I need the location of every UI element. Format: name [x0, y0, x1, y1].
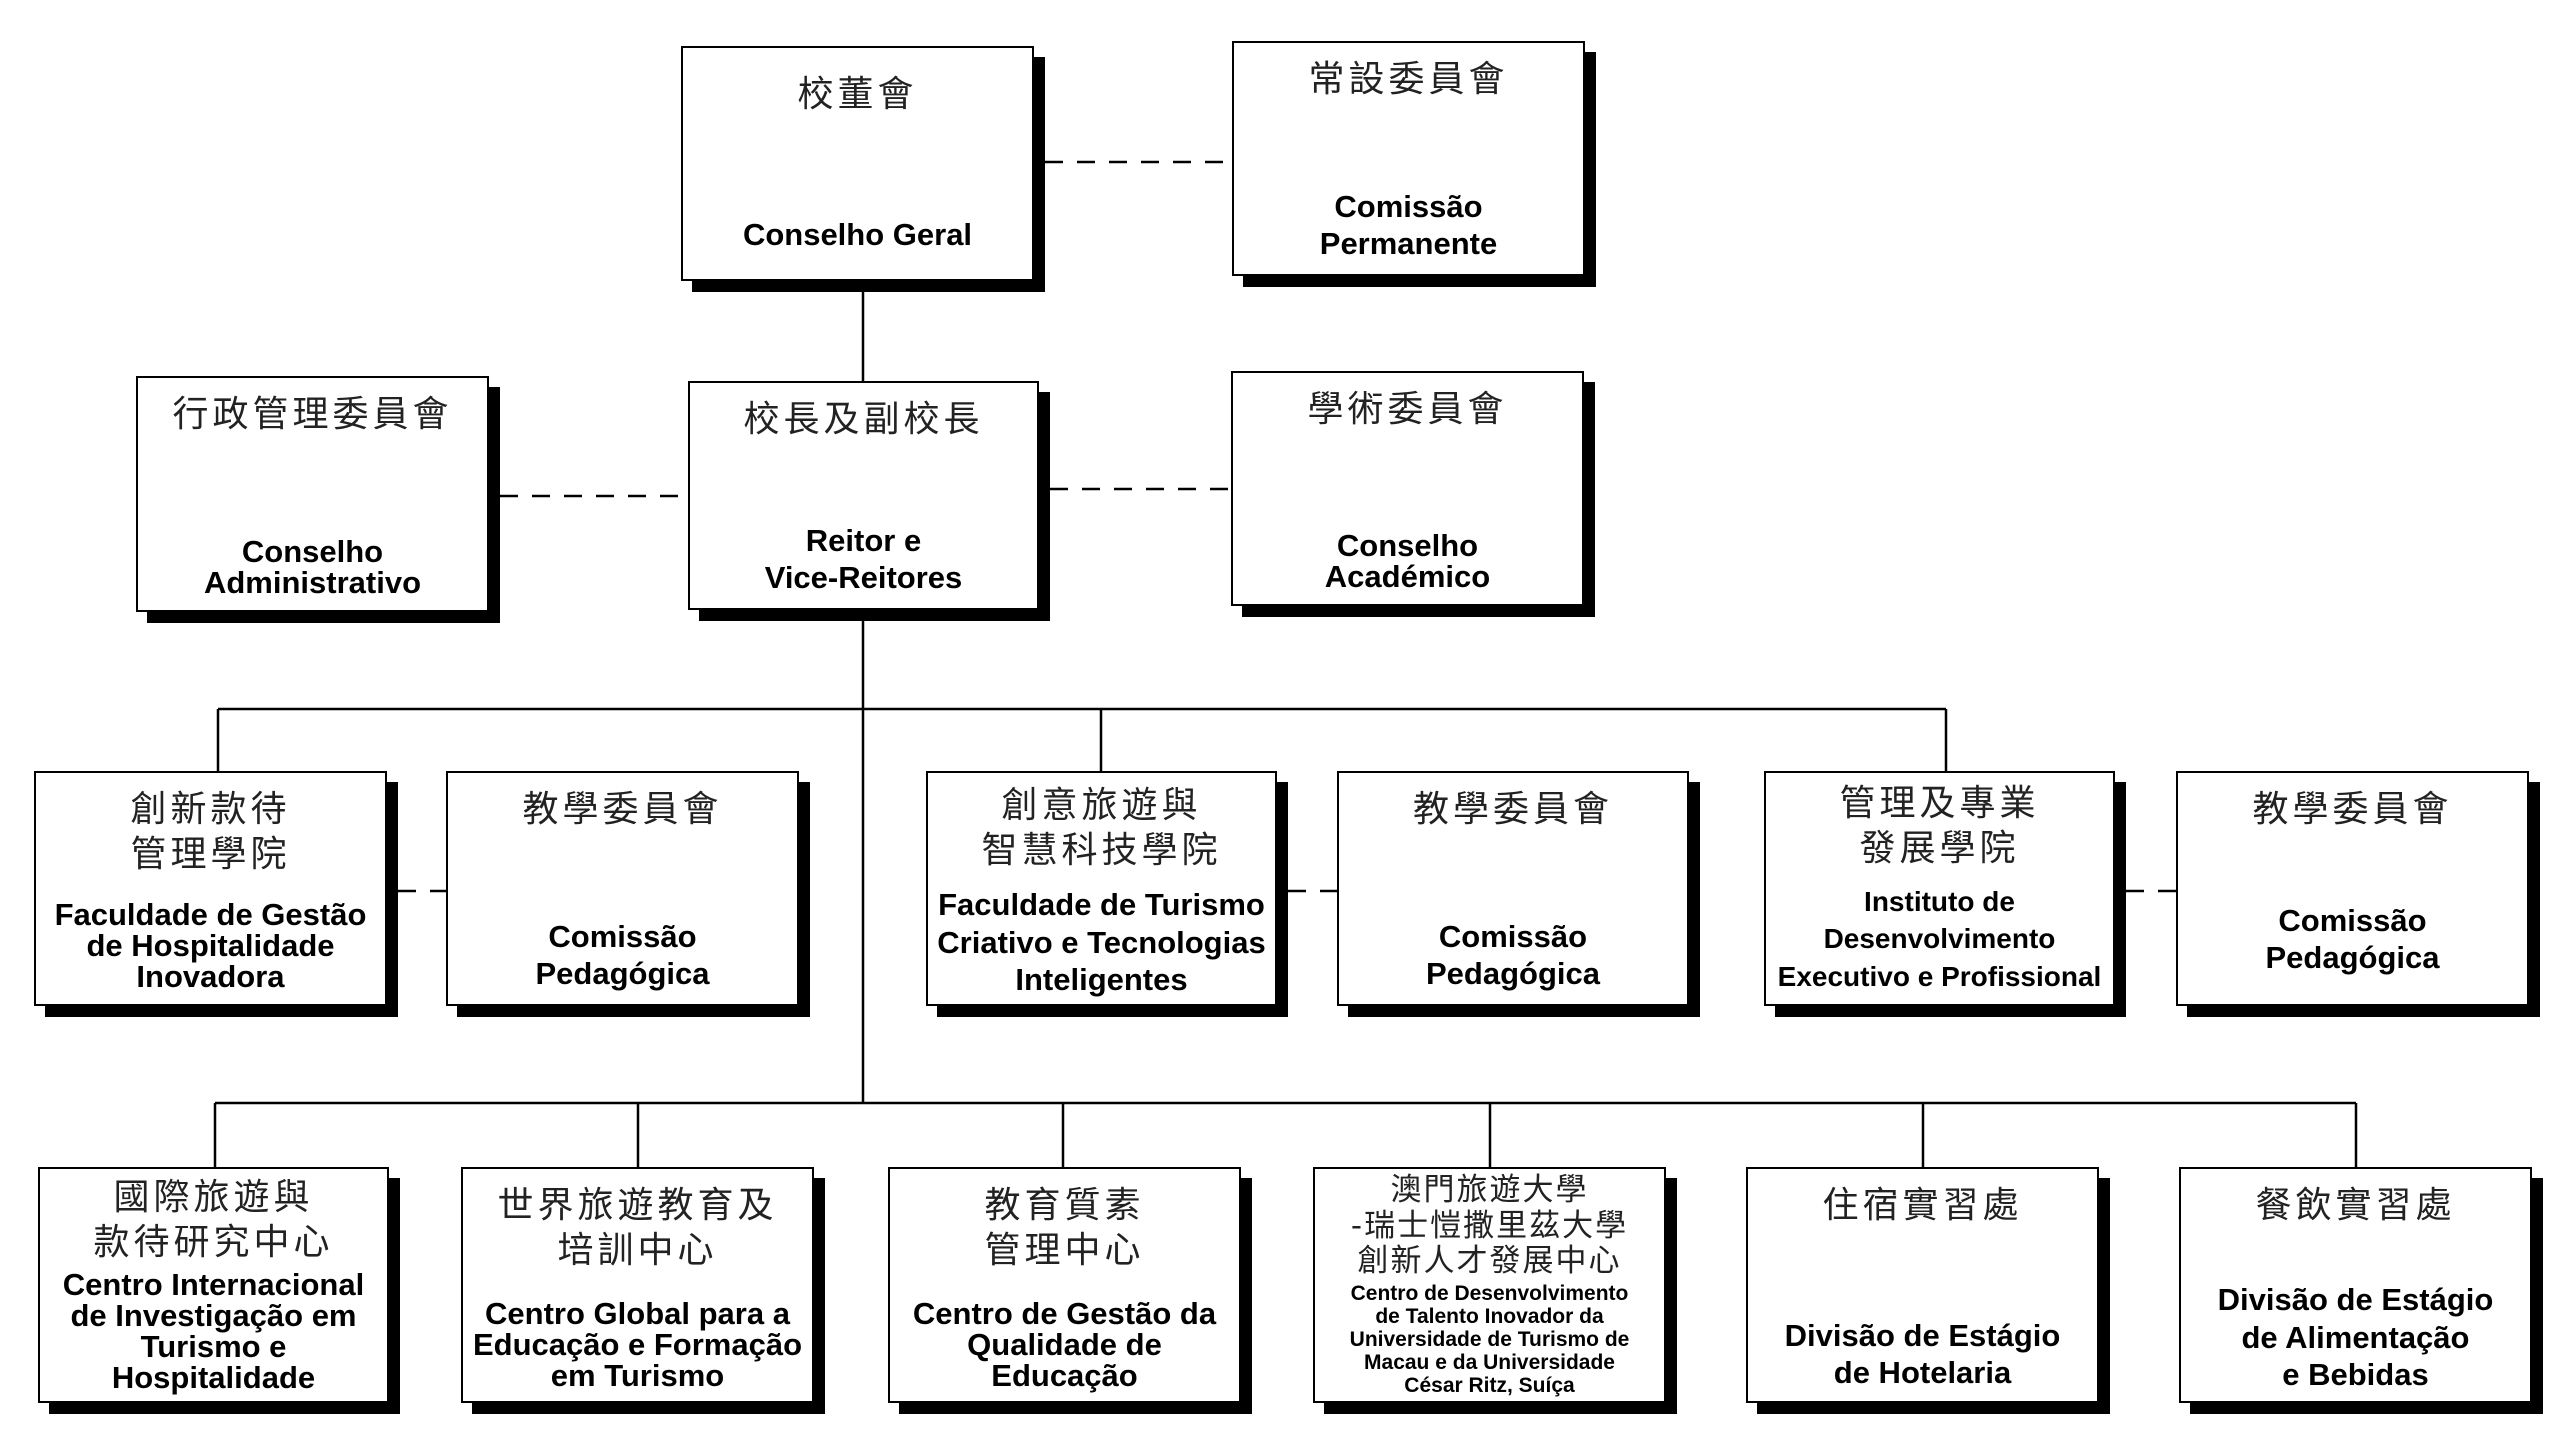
box-comissao-pedagogica-1: 教學委員會 Comissão Pedagógica	[446, 771, 799, 1006]
box-faculdade-turismo: 創意旅遊與 智慧科技學院 Faculdade de Turismo Criati…	[926, 771, 1277, 1006]
label-zh: 創意旅遊與 智慧科技學院	[981, 785, 1222, 871]
label-zh: 學術委員會	[1307, 389, 1508, 430]
label-pt: Comissão Pedagógica	[535, 918, 710, 991]
label-pt: Divisão de Estágio de Hotelaria	[1784, 1317, 2061, 1390]
box-comissao-pedagogica-3: 教學委員會 Comissão Pedagógica	[2176, 771, 2529, 1006]
label-pt: Centro Global para a Educação e Formação…	[472, 1296, 803, 1393]
label-zh: 住宿實習處	[1822, 1185, 2023, 1226]
label-pt: Reitor e Vice-Reitores	[764, 522, 963, 595]
label-pt: Faculdade de Turismo Criativo e Tecnolog…	[937, 887, 1266, 997]
label-zh: 教學委員會	[1412, 789, 1613, 830]
label-zh: 世界旅遊教育及 培訓中心	[497, 1185, 778, 1271]
box-faculdade-hospitalidade: 創新款待 管理學院 Faculdade de Gestão de Hospita…	[34, 771, 387, 1006]
label-zh: 校長及副校長	[743, 399, 984, 440]
label-zh: 教學委員會	[2252, 789, 2453, 830]
box-centro-global: 世界旅遊教育及 培訓中心 Centro Global para a Educaç…	[461, 1167, 814, 1403]
box-centro-internacional: 國際旅遊與 款待研究中心 Centro Internacional de Inv…	[38, 1167, 389, 1403]
label-pt: Centro de Gestão da Qualidade de Educaçã…	[912, 1296, 1217, 1393]
box-centro-talento: 澳門旅遊大學 -瑞士愷撒里茲大學 創新人才發展中心 Centro de Dese…	[1313, 1167, 1666, 1403]
box-centro-qualidade: 教育質素 管理中心 Centro de Gestão da Qualidade …	[888, 1167, 1241, 1403]
label-zh: 行政管理委員會	[172, 394, 453, 435]
label-pt: Comissão Permanente	[1319, 188, 1498, 261]
box-comissao-pedagogica-2: 教學委員會 Comissão Pedagógica	[1337, 771, 1689, 1006]
label-pt: Conselho Administrativo	[203, 534, 422, 600]
label-pt: Divisão de Estágio de Alimentação e Bebi…	[2217, 1282, 2494, 1392]
label-pt: Conselho Académico	[1324, 528, 1491, 594]
box-divisao-alimentacao: 餐飲實習處 Divisão de Estágio de Alimentação …	[2179, 1167, 2532, 1403]
label-zh: 管理及專業 發展學院	[1839, 783, 2040, 869]
label-zh: 校董會	[797, 74, 918, 115]
box-conselho-academico: 學術委員會 Conselho Académico	[1231, 371, 1584, 606]
label-pt: Centro Internacional de Investigação em …	[62, 1267, 365, 1395]
label-pt: Faculdade de Gestão de Hospitalidade Ino…	[54, 897, 367, 994]
label-pt: Centro de Desenvolvimento de Talento Ino…	[1349, 1281, 1630, 1397]
box-divisao-hotelaria: 住宿實習處 Divisão de Estágio de Hotelaria	[1746, 1167, 2099, 1403]
box-comissao-permanente: 常設委員會 Comissão Permanente	[1232, 41, 1585, 276]
label-zh: 教育質素 管理中心	[984, 1185, 1145, 1271]
label-zh: 國際旅遊與 款待研究中心	[93, 1177, 334, 1263]
label-pt: Conselho Geral	[742, 216, 973, 252]
label-zh: 澳門旅遊大學 -瑞士愷撒里茲大學 創新人才發展中心	[1350, 1172, 1629, 1280]
box-conselho-geral: 校董會 Conselho Geral	[681, 46, 1034, 281]
box-reitor: 校長及副校長 Reitor e Vice-Reitores	[688, 381, 1039, 610]
label-zh: 教學委員會	[522, 789, 723, 830]
label-pt: Instituto de Desenvolvimento Executivo e…	[1777, 885, 2102, 993]
label-pt: Comissão Pedagógica	[2265, 902, 2440, 975]
label-zh: 常設委員會	[1308, 59, 1509, 100]
label-zh: 餐飲實習處	[2255, 1185, 2456, 1226]
box-instituto-desenvolvimento: 管理及專業 發展學院 Instituto de Desenvolvimento …	[1764, 771, 2115, 1006]
label-zh: 創新款待 管理學院	[130, 789, 291, 875]
label-pt: Comissão Pedagógica	[1426, 918, 1600, 991]
box-conselho-administrativo: 行政管理委員會 Conselho Administrativo	[136, 376, 489, 612]
